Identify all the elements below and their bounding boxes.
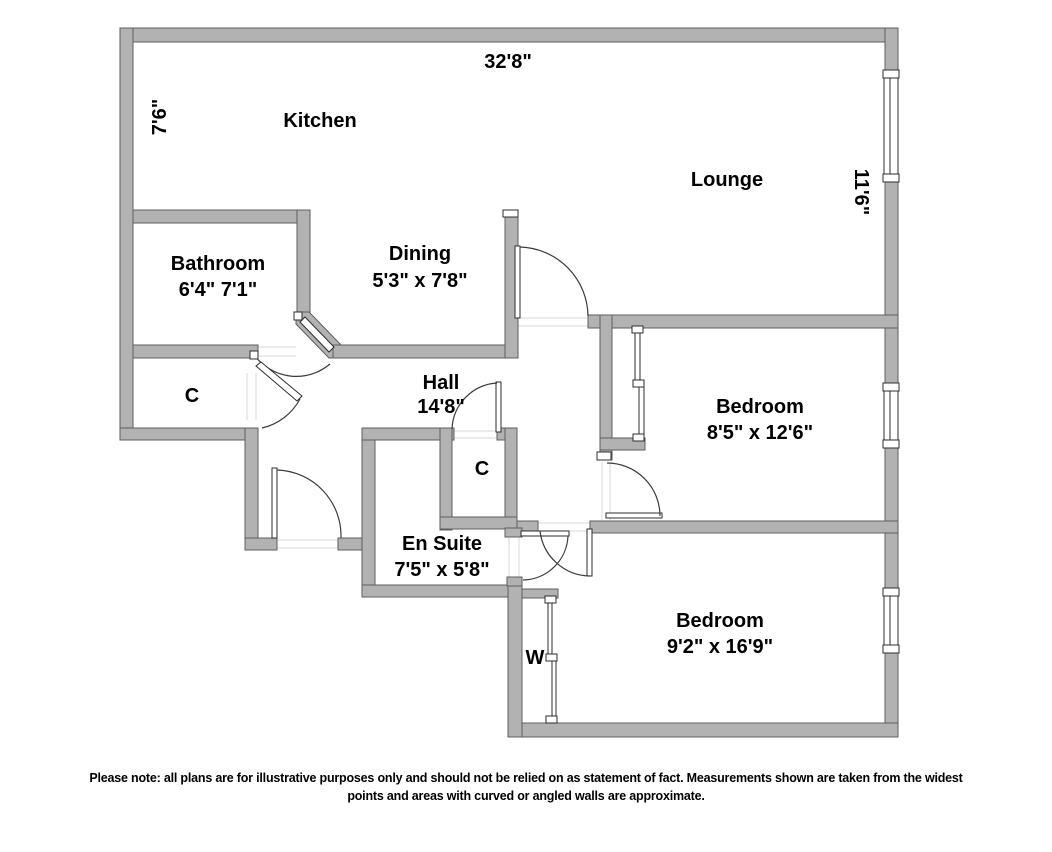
wall-exterior-right-1 xyxy=(884,27,899,75)
room-dims-bathroom: 6'4" 7'1" xyxy=(178,279,258,301)
disclaimer: Please note: all plans are for illustrat… xyxy=(0,770,1052,806)
door-bedroom1 xyxy=(605,462,663,519)
door-bedroom2 xyxy=(539,528,593,577)
wall-exterior-right-2 xyxy=(884,177,899,388)
room-label-kitchen: Kitchen xyxy=(283,110,357,132)
wall-bedroom2-top-b xyxy=(589,520,899,534)
room-dims-bedroom1: 8'5" x 12'6" xyxy=(706,422,814,444)
closet-label-c2: C xyxy=(474,458,490,480)
window-lounge xyxy=(882,69,900,183)
dimension-top: 32'8" xyxy=(484,51,532,73)
window-bedroom1 xyxy=(882,382,900,449)
room-label-bathroom: Bathroom xyxy=(170,253,266,275)
room-label-bedroom1: Bedroom xyxy=(716,396,804,418)
wall-closet1-bottom xyxy=(119,427,259,441)
wall-closet2-bottom xyxy=(439,516,518,530)
room-label-ensuite: En Suite xyxy=(401,533,483,555)
disclaimer-line2: points and areas with curved or angled w… xyxy=(347,788,705,803)
wall-exterior-bottom xyxy=(507,722,899,738)
wall-exterior-right-3 xyxy=(884,445,899,593)
wall-ensuite-door-jamb-top xyxy=(504,527,523,538)
room-dims-bedroom2: 9'2" x 16'9" xyxy=(666,636,774,658)
sliding-doors xyxy=(544,325,645,724)
room-dims-dining: 5'3" x 7'8" xyxy=(372,270,468,292)
door-entrance xyxy=(271,467,342,539)
room-label-dining: Dining xyxy=(388,243,452,265)
room-label-bedroom2: Bedroom xyxy=(676,610,764,632)
doors xyxy=(254,245,663,581)
sliding-door-wardrobe-w xyxy=(544,595,558,724)
wall-ensuite-door-jamb-bottom xyxy=(506,576,523,587)
dimension-left: 7'6" xyxy=(149,98,171,136)
wall-ensuite-top xyxy=(361,427,455,441)
wall-exterior-top xyxy=(119,27,899,43)
wall-caps xyxy=(249,209,612,461)
wall-exterior-left xyxy=(119,27,134,441)
dimension-right: 11'6" xyxy=(850,168,872,216)
wall-ensuite-left xyxy=(361,427,376,598)
room-label-lounge: Lounge xyxy=(690,169,764,191)
door-lounge xyxy=(514,245,589,319)
wall-wardrobe-top xyxy=(521,588,559,599)
wall-corridor-bottom-a xyxy=(244,537,278,551)
wall-wardrobe-left xyxy=(507,584,523,738)
closet-label-w: W xyxy=(525,647,545,669)
wall-ensuite-bottom xyxy=(361,584,523,598)
walls xyxy=(119,27,899,738)
floorplan-drawing xyxy=(119,27,900,738)
wall-closet2-left xyxy=(439,427,453,531)
wall-hall-top xyxy=(332,344,519,359)
room-label-hall: Hall xyxy=(422,372,460,394)
wall-corridor-left xyxy=(244,427,259,551)
room-dims-hall: 14'8" xyxy=(417,396,465,418)
disclaimer-line1: Please note: all plans are for illustrat… xyxy=(89,771,963,785)
windows xyxy=(882,69,900,654)
room-dims-ensuite: 7'5" x 5'8" xyxy=(394,559,490,581)
wall-bathroom-bottom xyxy=(132,344,259,359)
door-closet2 xyxy=(451,381,502,433)
door-closet1 xyxy=(255,361,303,429)
door-ensuite xyxy=(520,530,570,581)
wall-bathroom-top xyxy=(132,209,311,224)
wall-closet2-right xyxy=(504,427,518,533)
sliding-door-bedroom1-wardrobe xyxy=(631,325,645,442)
closet-label-c1: C xyxy=(184,385,200,407)
window-bedroom2 xyxy=(882,587,900,654)
wall-lounge-bedroom1 xyxy=(587,314,899,329)
wall-bathroom-right xyxy=(296,209,311,317)
